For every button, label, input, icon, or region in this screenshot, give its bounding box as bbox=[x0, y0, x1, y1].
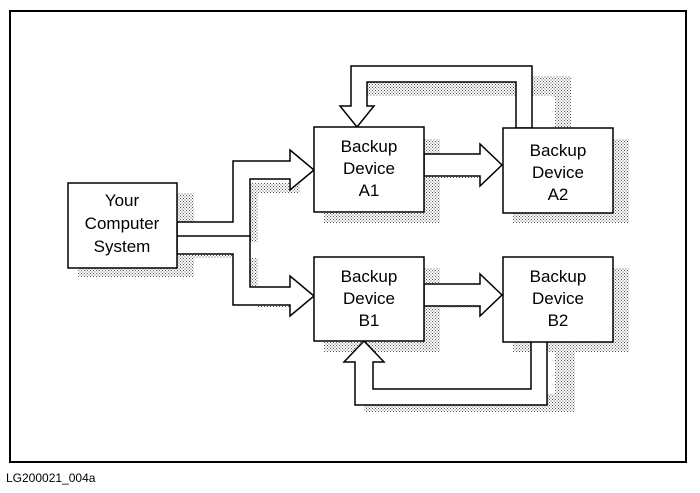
node-a2-line1: Backup bbox=[530, 141, 587, 160]
node-computer: Your Computer System bbox=[67, 182, 178, 269]
node-b1-line3: B1 bbox=[359, 311, 380, 330]
node-b1: Backup Device B1 bbox=[313, 256, 425, 342]
node-b2: Backup Device B2 bbox=[502, 256, 614, 343]
node-computer-line2: Computer bbox=[85, 214, 160, 233]
node-a1: Backup Device A1 bbox=[313, 126, 425, 213]
node-b1-line2: Device bbox=[343, 289, 395, 308]
connector-layer bbox=[176, 65, 548, 406]
node-computer-line3: System bbox=[94, 237, 151, 256]
node-a2: Backup Device A2 bbox=[502, 127, 614, 214]
arrow-computer-to-b1 bbox=[176, 235, 316, 318]
node-b2-line3: B2 bbox=[548, 311, 569, 330]
node-a2-line3: A2 bbox=[548, 185, 569, 204]
node-b1-line1: Backup bbox=[341, 267, 398, 286]
node-b2-line1: Backup bbox=[530, 267, 587, 286]
arrow-b2-loop-to-b1 bbox=[342, 339, 548, 406]
node-a2-line2: Device bbox=[532, 163, 584, 182]
figure-caption: LG200021_004a bbox=[6, 471, 96, 485]
node-a1-line2: Device bbox=[343, 159, 395, 178]
node-b2-line2: Device bbox=[532, 289, 584, 308]
arrow-a2-loop-to-a1 bbox=[338, 65, 533, 129]
node-a1-line3: A1 bbox=[359, 181, 380, 200]
node-computer-line1: Your bbox=[105, 191, 140, 210]
arrow-b1-to-b2 bbox=[423, 272, 504, 318]
node-a1-line1: Backup bbox=[341, 137, 398, 156]
arrow-a1-to-a2 bbox=[423, 142, 504, 188]
